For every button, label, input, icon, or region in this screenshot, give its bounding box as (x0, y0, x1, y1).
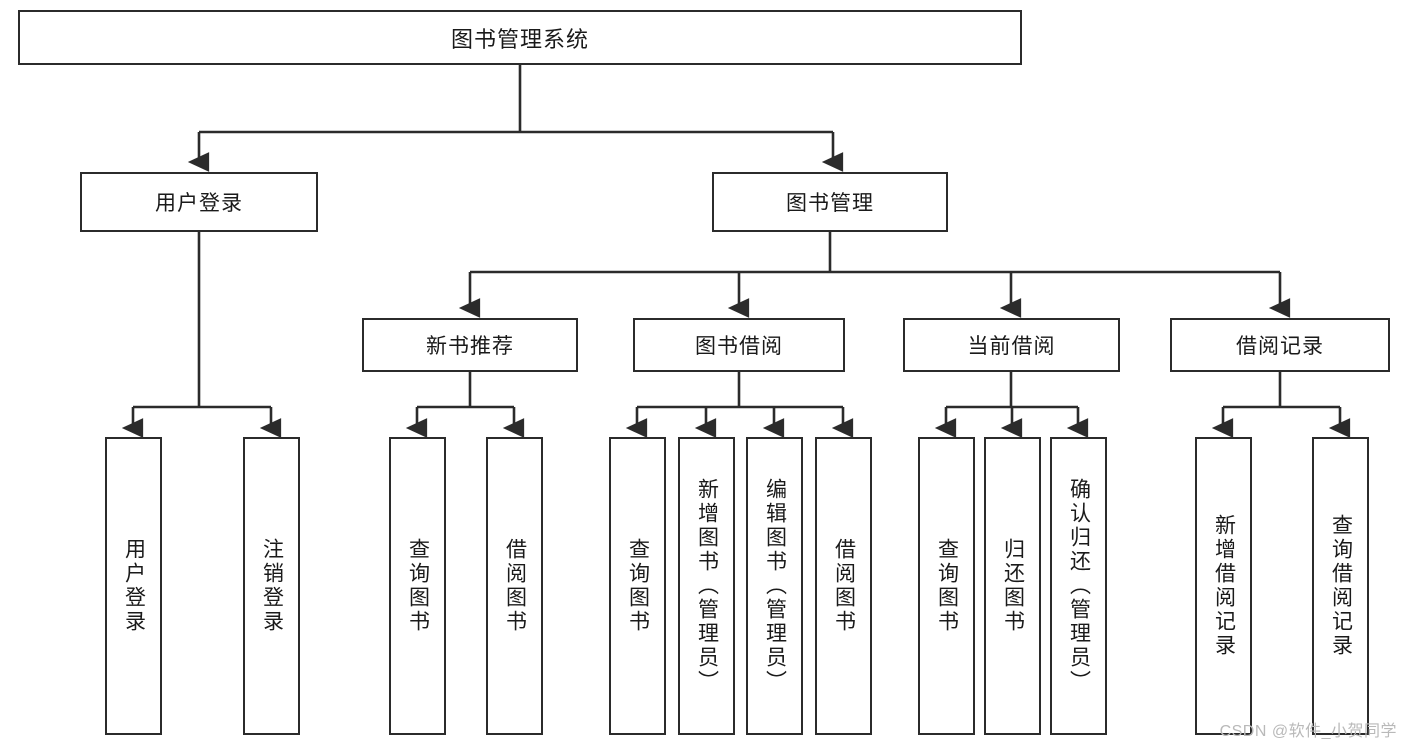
node-user-login[interactable]: 用户登录 (80, 172, 318, 232)
leaf-book-borrow-query-book[interactable]: 查询图书 (609, 437, 666, 735)
leaf-user-login-signin[interactable]: 用户登录 (105, 437, 162, 735)
leaf-borrow-record-add-record[interactable]: 新增借阅记录 (1195, 437, 1252, 735)
node-book-borrow[interactable]: 图书借阅 (633, 318, 845, 372)
node-current-borrow[interactable]: 当前借阅 (903, 318, 1120, 372)
leaf-current-borrow-confirm-return-admin[interactable]: 确认归还（管理员） (1050, 437, 1107, 735)
node-book-management[interactable]: 图书管理 (712, 172, 948, 232)
node-root-book-management-system[interactable]: 图书管理系统 (18, 10, 1022, 65)
node-borrow-record[interactable]: 借阅记录 (1170, 318, 1390, 372)
leaf-current-borrow-query-book[interactable]: 查询图书 (918, 437, 975, 735)
leaf-book-borrow-borrow-book[interactable]: 借阅图书 (815, 437, 872, 735)
node-new-book-recommend[interactable]: 新书推荐 (362, 318, 578, 372)
leaf-new-book-borrow-book[interactable]: 借阅图书 (486, 437, 543, 735)
leaf-new-book-query-book[interactable]: 查询图书 (389, 437, 446, 735)
leaf-user-login-logout[interactable]: 注销登录 (243, 437, 300, 735)
leaf-borrow-record-query-record[interactable]: 查询借阅记录 (1312, 437, 1369, 735)
csdn-watermark: CSDN @软件_小贺同学 (1219, 723, 1397, 740)
leaf-book-borrow-edit-book-admin[interactable]: 编辑图书（管理员） (746, 437, 803, 735)
leaf-current-borrow-return-book[interactable]: 归还图书 (984, 437, 1041, 735)
leaf-book-borrow-add-book-admin[interactable]: 新增图书（管理员） (678, 437, 735, 735)
